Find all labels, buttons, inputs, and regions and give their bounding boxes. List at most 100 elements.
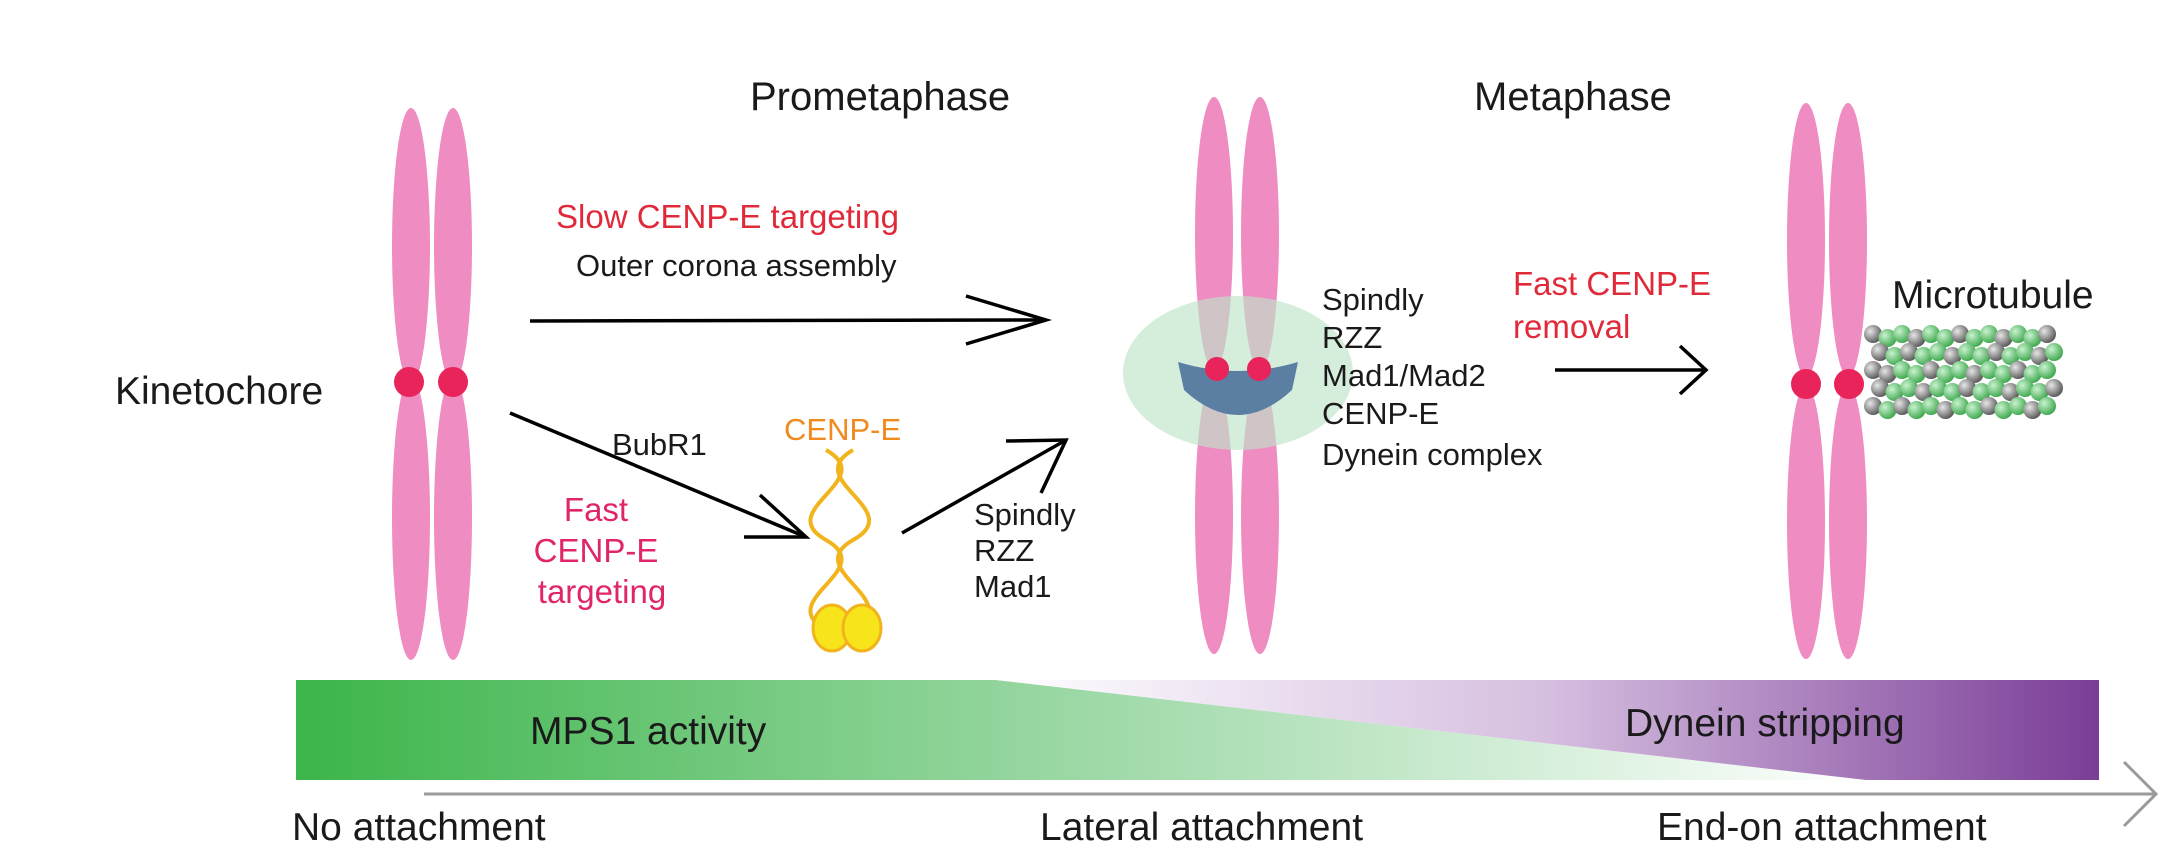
tubulin-subunit — [2001, 383, 2020, 401]
mps1-activity-bar — [296, 680, 1866, 780]
corona-factor-item: RZZ — [974, 533, 1034, 568]
tubulin-subunit — [1958, 343, 1976, 361]
tubulin-subunit — [1965, 401, 1984, 419]
tubulin-subunit — [2038, 361, 2056, 379]
tubulin-subunit — [2001, 347, 2020, 365]
tubulin-subunit — [1972, 383, 1991, 401]
end-on-attachment-label: End-on attachment — [1657, 806, 1987, 848]
slow-cenpe-targeting-label: Slow CENP-E targeting — [556, 198, 899, 235]
tubulin-subunit — [1980, 397, 1998, 415]
tubulin-subunit — [2023, 329, 2042, 347]
tubulin-subunit — [1885, 347, 1904, 365]
tubulin-subunit — [1980, 361, 1998, 379]
dynein-stripping-bar — [996, 680, 2099, 780]
fast-cenpe-removal-line: removal — [1513, 308, 1630, 345]
tubulin-subunit — [1893, 325, 1911, 343]
fast-cenpe-removal-line: Fast CENP-E — [1513, 265, 1711, 302]
kinetochore-dot — [438, 367, 468, 397]
tubulin-subunit — [1871, 343, 1889, 361]
tubulin-subunit — [1893, 397, 1911, 415]
dynein-stripping-label: Dynein stripping — [1625, 702, 1905, 745]
tubulin-subunit — [1987, 379, 2005, 397]
tubulin-subunit — [1907, 401, 1926, 419]
tubulin-subunit — [1864, 325, 1882, 343]
corona-factor-item: Mad1 — [974, 569, 1052, 604]
tubulin-subunit — [1878, 365, 1897, 383]
tubulin-subunit — [1936, 401, 1955, 419]
tubulin-subunit — [2016, 379, 2034, 397]
tubulin-subunit — [2045, 343, 2063, 361]
tubulin-subunit — [1936, 365, 1955, 383]
tubulin-subunit — [1965, 365, 1984, 383]
tubulin-subunit — [2009, 361, 2027, 379]
bubr1-label: BubR1 — [612, 427, 707, 462]
tubulin-subunit — [1994, 329, 2013, 347]
tubulin-subunit — [2030, 383, 2049, 401]
corona-factor-item: Spindly — [1322, 282, 1424, 317]
tubulin-subunit — [1951, 361, 1969, 379]
tubulin-subunit — [1922, 361, 1940, 379]
tubulin-subunit — [1922, 325, 1940, 343]
tubulin-subunit — [2045, 379, 2063, 397]
cenpe-removal-arrow — [1555, 344, 1709, 396]
tubulin-subunit — [2009, 325, 2027, 343]
tubulin-subunit — [2023, 401, 2042, 419]
mps1-activity-label: MPS1 activity — [530, 710, 767, 753]
tubulin-subunit — [1951, 325, 1969, 343]
microtubule-icon — [1864, 325, 2063, 419]
fast-cenpe-targeting-line: Fast — [564, 491, 628, 528]
outer-corona-assembly-label: Outer corona assembly — [576, 248, 897, 283]
no-attachment-label: No attachment — [292, 806, 546, 848]
tubulin-subunit — [1943, 383, 1962, 401]
tubulin-subunit — [1871, 379, 1889, 397]
tubulin-subunit — [1907, 329, 1926, 347]
tubulin-subunit — [1958, 379, 1976, 397]
tubulin-subunit — [1943, 347, 1962, 365]
tubulin-subunit — [2038, 397, 2056, 415]
tubulin-subunit — [1951, 397, 1969, 415]
corona-factor-item: Dynein complex — [1322, 437, 1543, 472]
tubulin-subunit — [1878, 329, 1897, 347]
corona-assembly-arrow — [901, 438, 1069, 535]
tubulin-subunit — [2023, 365, 2042, 383]
tubulin-subunit — [2030, 347, 2049, 365]
kinetochore-dot — [1834, 369, 1864, 399]
corona-factor-item: Mad1/Mad2 — [1322, 358, 1486, 393]
fast-cenpe-targeting-line: CENP-E — [534, 532, 659, 569]
tubulin-subunit — [1929, 343, 1947, 361]
bubr1-arrow — [509, 411, 811, 539]
tubulin-subunit — [2009, 397, 2027, 415]
tubulin-subunit — [1914, 347, 1933, 365]
tubulin-subunit — [1900, 379, 1918, 397]
fibrous-corona-icon — [1123, 296, 1353, 450]
tubulin-subunit — [1965, 329, 1984, 347]
corona-factor-item: Spindly — [974, 497, 1076, 532]
corona-factor-item: RZZ — [1322, 320, 1382, 355]
tubulin-subunit — [1900, 343, 1918, 361]
attachment-axis-arrow — [424, 760, 2159, 828]
tubulin-subunit — [1972, 347, 1991, 365]
fast-cenpe-targeting-line: targeting — [538, 573, 666, 610]
slow-targeting-arrow — [529, 294, 1053, 346]
tubulin-subunit — [1980, 325, 1998, 343]
kinetochore-dot — [1791, 369, 1821, 399]
tubulin-subunit — [1907, 365, 1926, 383]
cenpe-label: CENP-E — [784, 412, 901, 447]
microtubule-label: Microtubule — [1892, 274, 2094, 317]
tubulin-subunit — [1936, 329, 1955, 347]
prometaphase-label: Prometaphase — [750, 75, 1010, 119]
tubulin-subunit — [1929, 379, 1947, 397]
metaphase-label: Metaphase — [1474, 75, 1672, 119]
corona-factor-item: CENP-E — [1322, 396, 1439, 431]
tubulin-subunit — [1864, 361, 1882, 379]
tubulin-subunit — [1864, 397, 1882, 415]
tubulin-subunit — [1893, 361, 1911, 379]
tubulin-subunit — [1885, 383, 1904, 401]
tubulin-subunit — [1922, 397, 1940, 415]
chromosome-icon — [1787, 103, 1867, 659]
tubulin-subunit — [1994, 365, 2013, 383]
chromosome-icon — [392, 108, 472, 660]
tubulin-subunit — [1987, 343, 2005, 361]
tubulin-subunit — [2038, 325, 2056, 343]
